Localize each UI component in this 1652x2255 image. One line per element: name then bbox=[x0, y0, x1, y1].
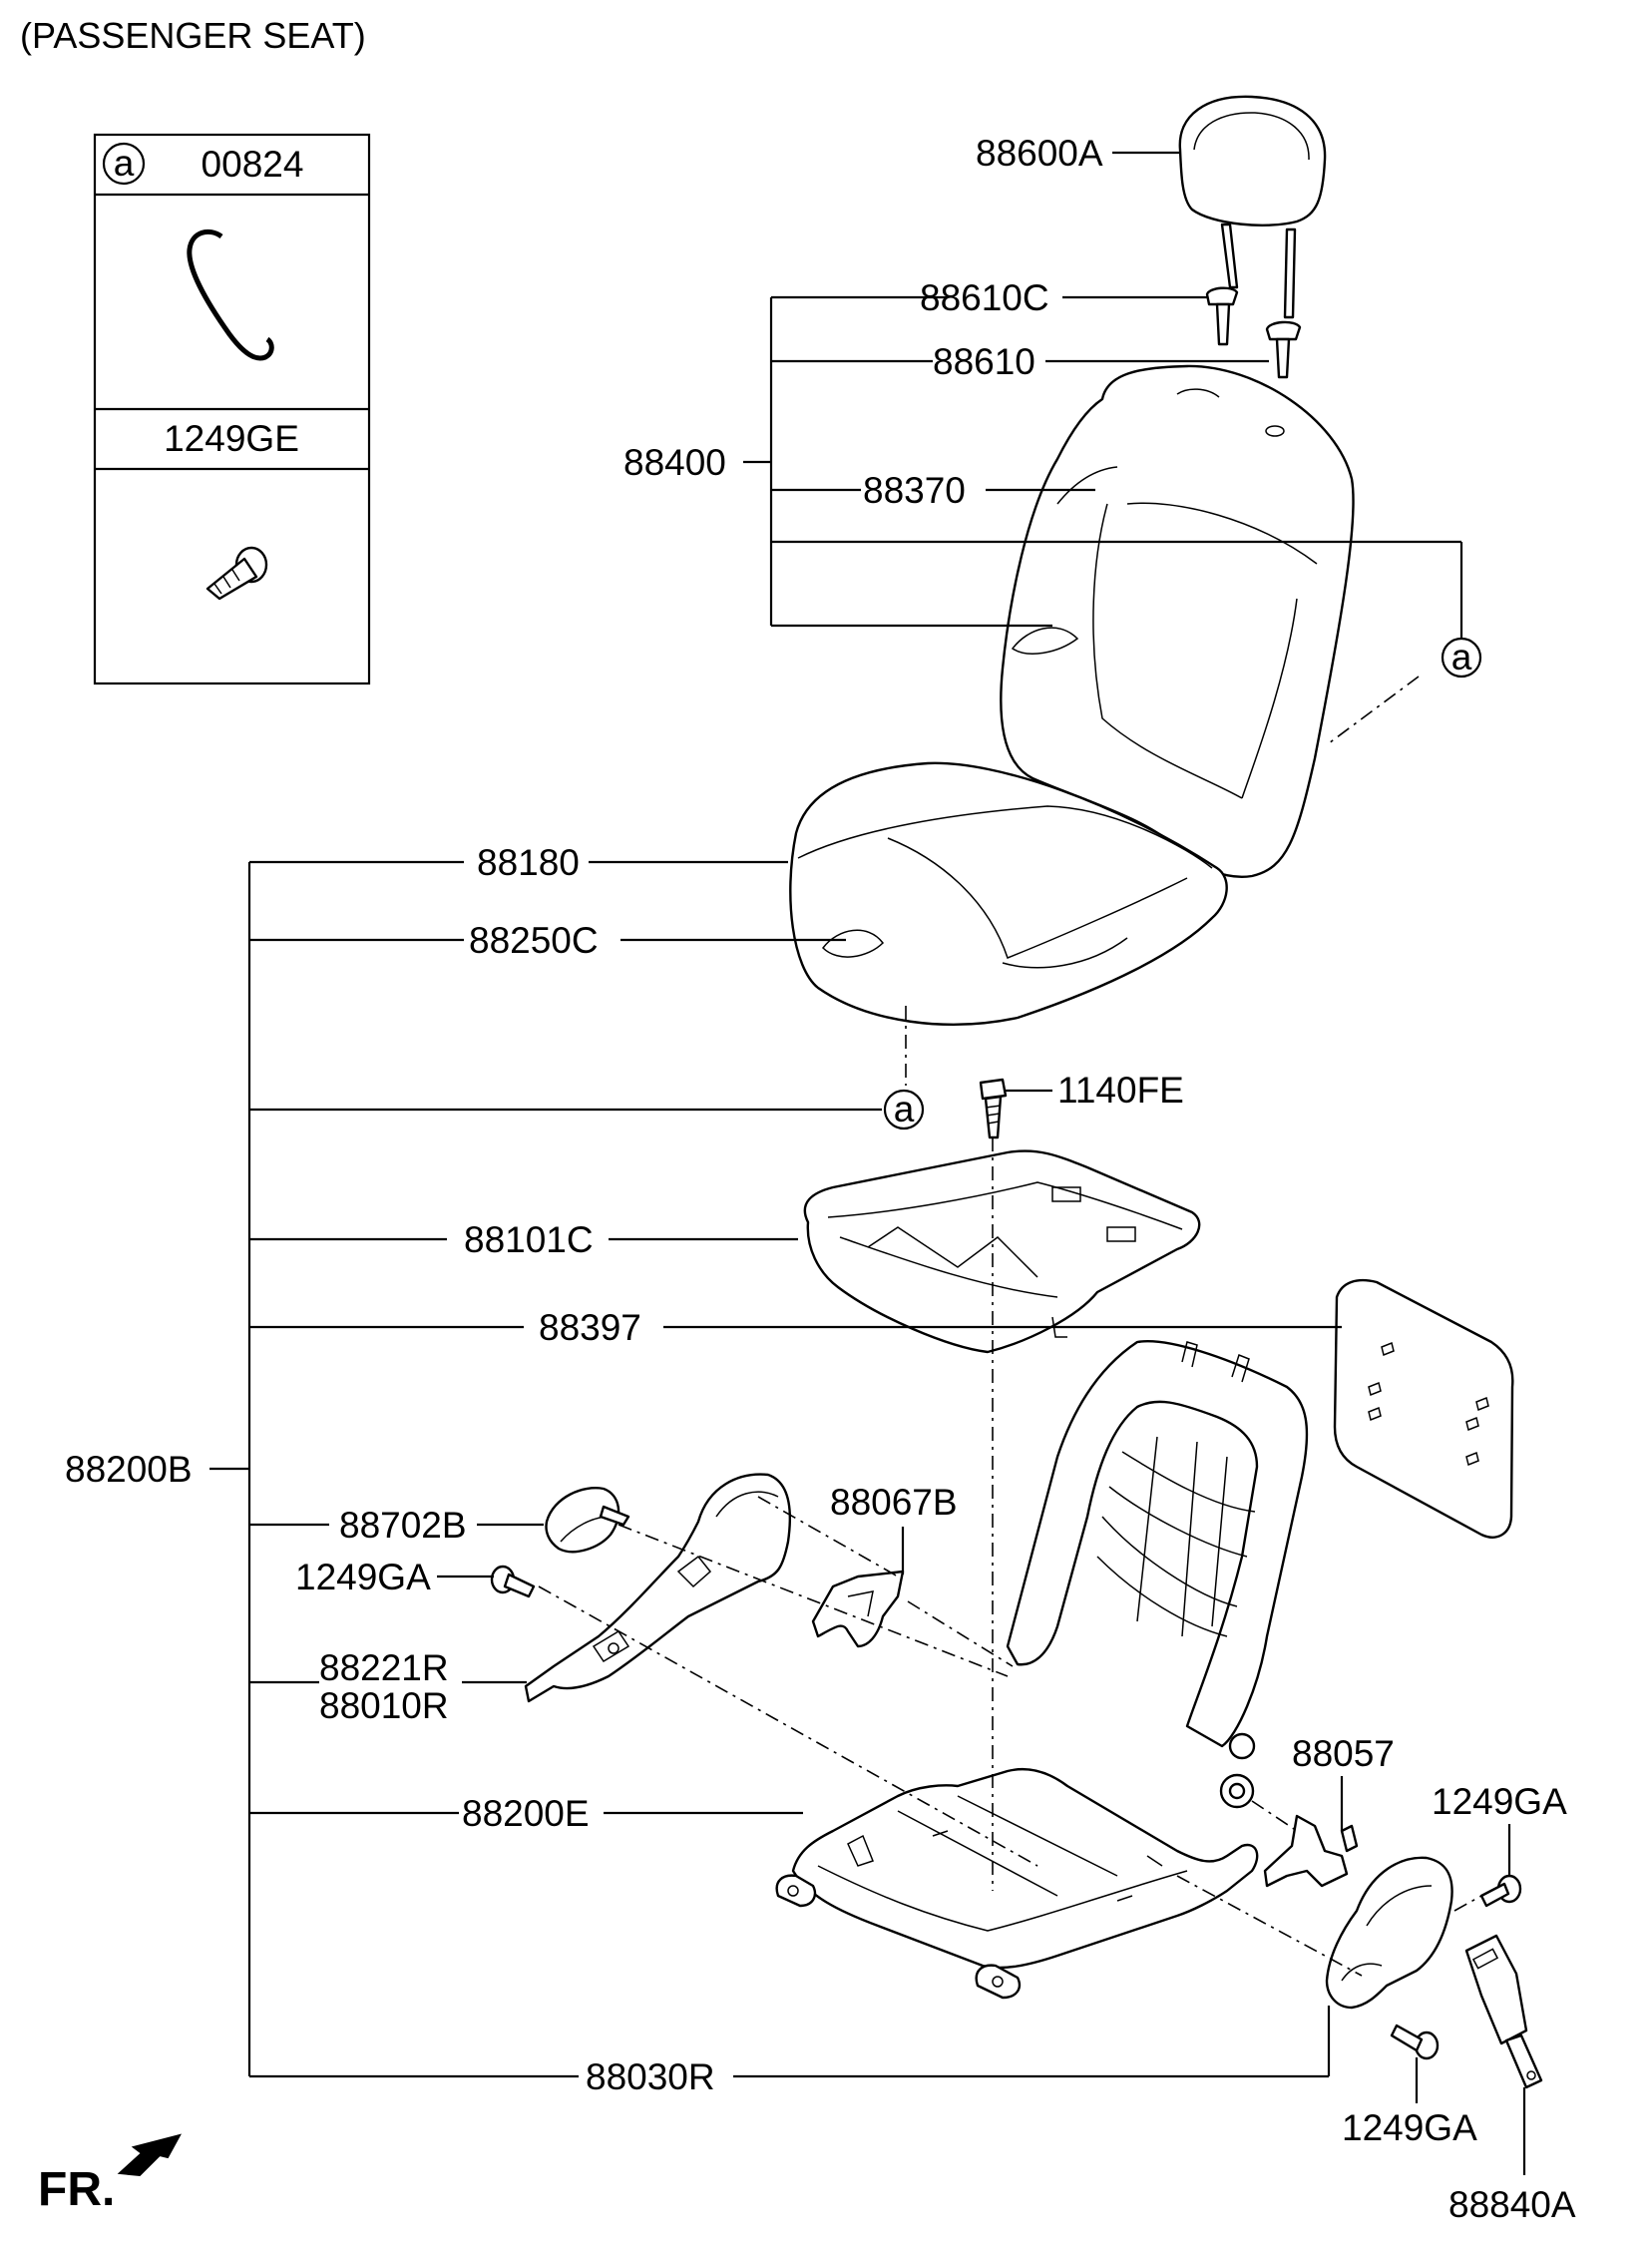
screw-1249GA-left bbox=[490, 1565, 536, 1598]
seat-frame-88200E bbox=[775, 1340, 1309, 2000]
knob-88702B bbox=[545, 1487, 630, 1554]
label-88221R: 88221R bbox=[319, 1647, 449, 1688]
screw-1249GA-right-bottom bbox=[1390, 2024, 1440, 2060]
headrest-guide-88610 bbox=[1265, 320, 1302, 379]
label-88030R: 88030R bbox=[586, 2056, 715, 2097]
leader-lines bbox=[209, 151, 1526, 2175]
screw-1249GA-right-top bbox=[1479, 1874, 1522, 1908]
bolt-1140FE bbox=[979, 1078, 1008, 1139]
label-88180: 88180 bbox=[477, 842, 580, 883]
buckle-88840A bbox=[1464, 1934, 1543, 2089]
label-88600A: 88600A bbox=[976, 133, 1103, 174]
seat-cushion-88180 bbox=[789, 761, 1228, 1026]
label-88010R: 88010R bbox=[319, 1685, 449, 1726]
label-88610: 88610 bbox=[933, 341, 1035, 382]
assembly-lines bbox=[538, 676, 1482, 1977]
headrest-88600A bbox=[1178, 95, 1327, 319]
seat-pan-88101C bbox=[803, 1149, 1201, 1354]
callout-a-letter: a bbox=[1451, 637, 1472, 677]
label-88840A: 88840A bbox=[1448, 2184, 1576, 2225]
label-88250C: 88250C bbox=[469, 920, 599, 961]
legend-table: a 00824 1249GE bbox=[93, 133, 371, 685]
label-1249GA-left: 1249GA bbox=[295, 1557, 431, 1597]
legend-ref-letter: a bbox=[114, 143, 135, 184]
hook-clip-icon bbox=[187, 228, 274, 361]
legend-part-00824: 00824 bbox=[202, 144, 304, 185]
front-label: FR. bbox=[38, 2163, 115, 2216]
label-88067B: 88067B bbox=[830, 1482, 958, 1523]
legend-ref-circle bbox=[102, 142, 146, 186]
label-88610C: 88610C bbox=[920, 277, 1049, 318]
label-88397: 88397 bbox=[539, 1307, 641, 1348]
label-88101C: 88101C bbox=[464, 1219, 594, 1260]
label-1140FE: 1140FE bbox=[1057, 1070, 1184, 1111]
legend-part-1249GE: 1249GE bbox=[164, 418, 299, 459]
label-88200E: 88200E bbox=[462, 1793, 590, 1834]
label-88370: 88370 bbox=[863, 470, 966, 511]
front-direction-marker: FR. bbox=[38, 2133, 182, 2216]
label-88200B: 88200B bbox=[65, 1449, 193, 1490]
seat-back-88400 bbox=[1000, 364, 1355, 878]
callout-a-cushion: a bbox=[883, 1089, 925, 1130]
callout-a-letter: a bbox=[894, 1089, 915, 1129]
bracket-88067B bbox=[811, 1570, 905, 1648]
lever-88057 bbox=[1263, 1814, 1359, 1888]
headrest-guide-88610C bbox=[1205, 286, 1239, 346]
page-title: (PASSENGER SEAT) bbox=[20, 15, 366, 56]
label-88702B: 88702B bbox=[339, 1505, 467, 1546]
callout-a-seatback: a bbox=[1441, 637, 1482, 678]
screw-icon bbox=[206, 546, 268, 601]
front-arrow-icon bbox=[117, 2133, 182, 2177]
label-1249GA-right-bottom: 1249GA bbox=[1342, 2107, 1477, 2148]
label-1249GA-right-top: 1249GA bbox=[1432, 1781, 1567, 1822]
side-cover-88030R bbox=[1325, 1856, 1453, 2010]
back-board-88397 bbox=[1333, 1278, 1514, 1539]
label-88057: 88057 bbox=[1292, 1733, 1395, 1774]
label-88400: 88400 bbox=[623, 442, 726, 483]
